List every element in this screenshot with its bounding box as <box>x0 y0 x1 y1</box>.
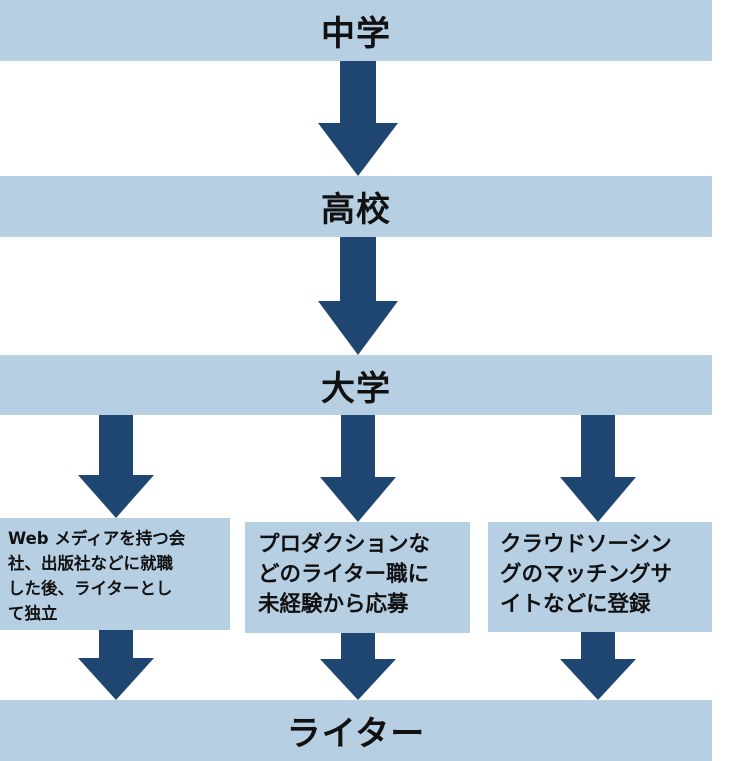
down-arrow-icon <box>318 237 398 355</box>
down-arrow-icon <box>318 61 398 176</box>
path-line: 未経験から応募 <box>258 592 409 617</box>
path-line: クラウドソーシン <box>500 532 672 557</box>
stage-junior-high: 中学 <box>0 0 712 61</box>
path-line: て独立 <box>8 604 58 623</box>
down-arrow-icon <box>560 632 636 700</box>
down-arrow-icon <box>560 415 636 522</box>
path-line: どのライター職に <box>258 562 430 587</box>
stage-label: 中学 <box>321 14 391 54</box>
path-line: した後、ライターとし <box>8 579 173 598</box>
path-box-production-company: プロダクションな どのライター職に 未経験から応募 <box>245 522 470 633</box>
path-line: イトなどに登録 <box>500 592 651 617</box>
path-line: グのマッチングサ <box>500 562 673 587</box>
path-box-crowdsourcing: クラウドソーシン グのマッチングサ イトなどに登録 <box>488 522 712 632</box>
stage-label: ライター <box>286 714 426 754</box>
stage-label: 大学 <box>321 368 391 409</box>
stage-writer: ライター <box>0 700 712 761</box>
path-line: プロダクションな <box>258 532 431 557</box>
stage-high-school: 高校 <box>0 176 712 237</box>
stage-label: 高校 <box>321 190 391 230</box>
path-line: 社、出版社などに就職 <box>8 554 173 573</box>
down-arrow-icon <box>78 415 154 518</box>
down-arrow-icon <box>320 633 396 700</box>
down-arrow-icon <box>78 630 154 700</box>
stage-university: 大学 <box>0 355 712 415</box>
path-box-company-employment: Web メディアを持つ会 社、出版社などに就職 した後、ライターとし て独立 <box>0 518 230 630</box>
down-arrow-icon <box>320 415 396 522</box>
path-line: Web メディアを持つ会 <box>8 529 186 548</box>
